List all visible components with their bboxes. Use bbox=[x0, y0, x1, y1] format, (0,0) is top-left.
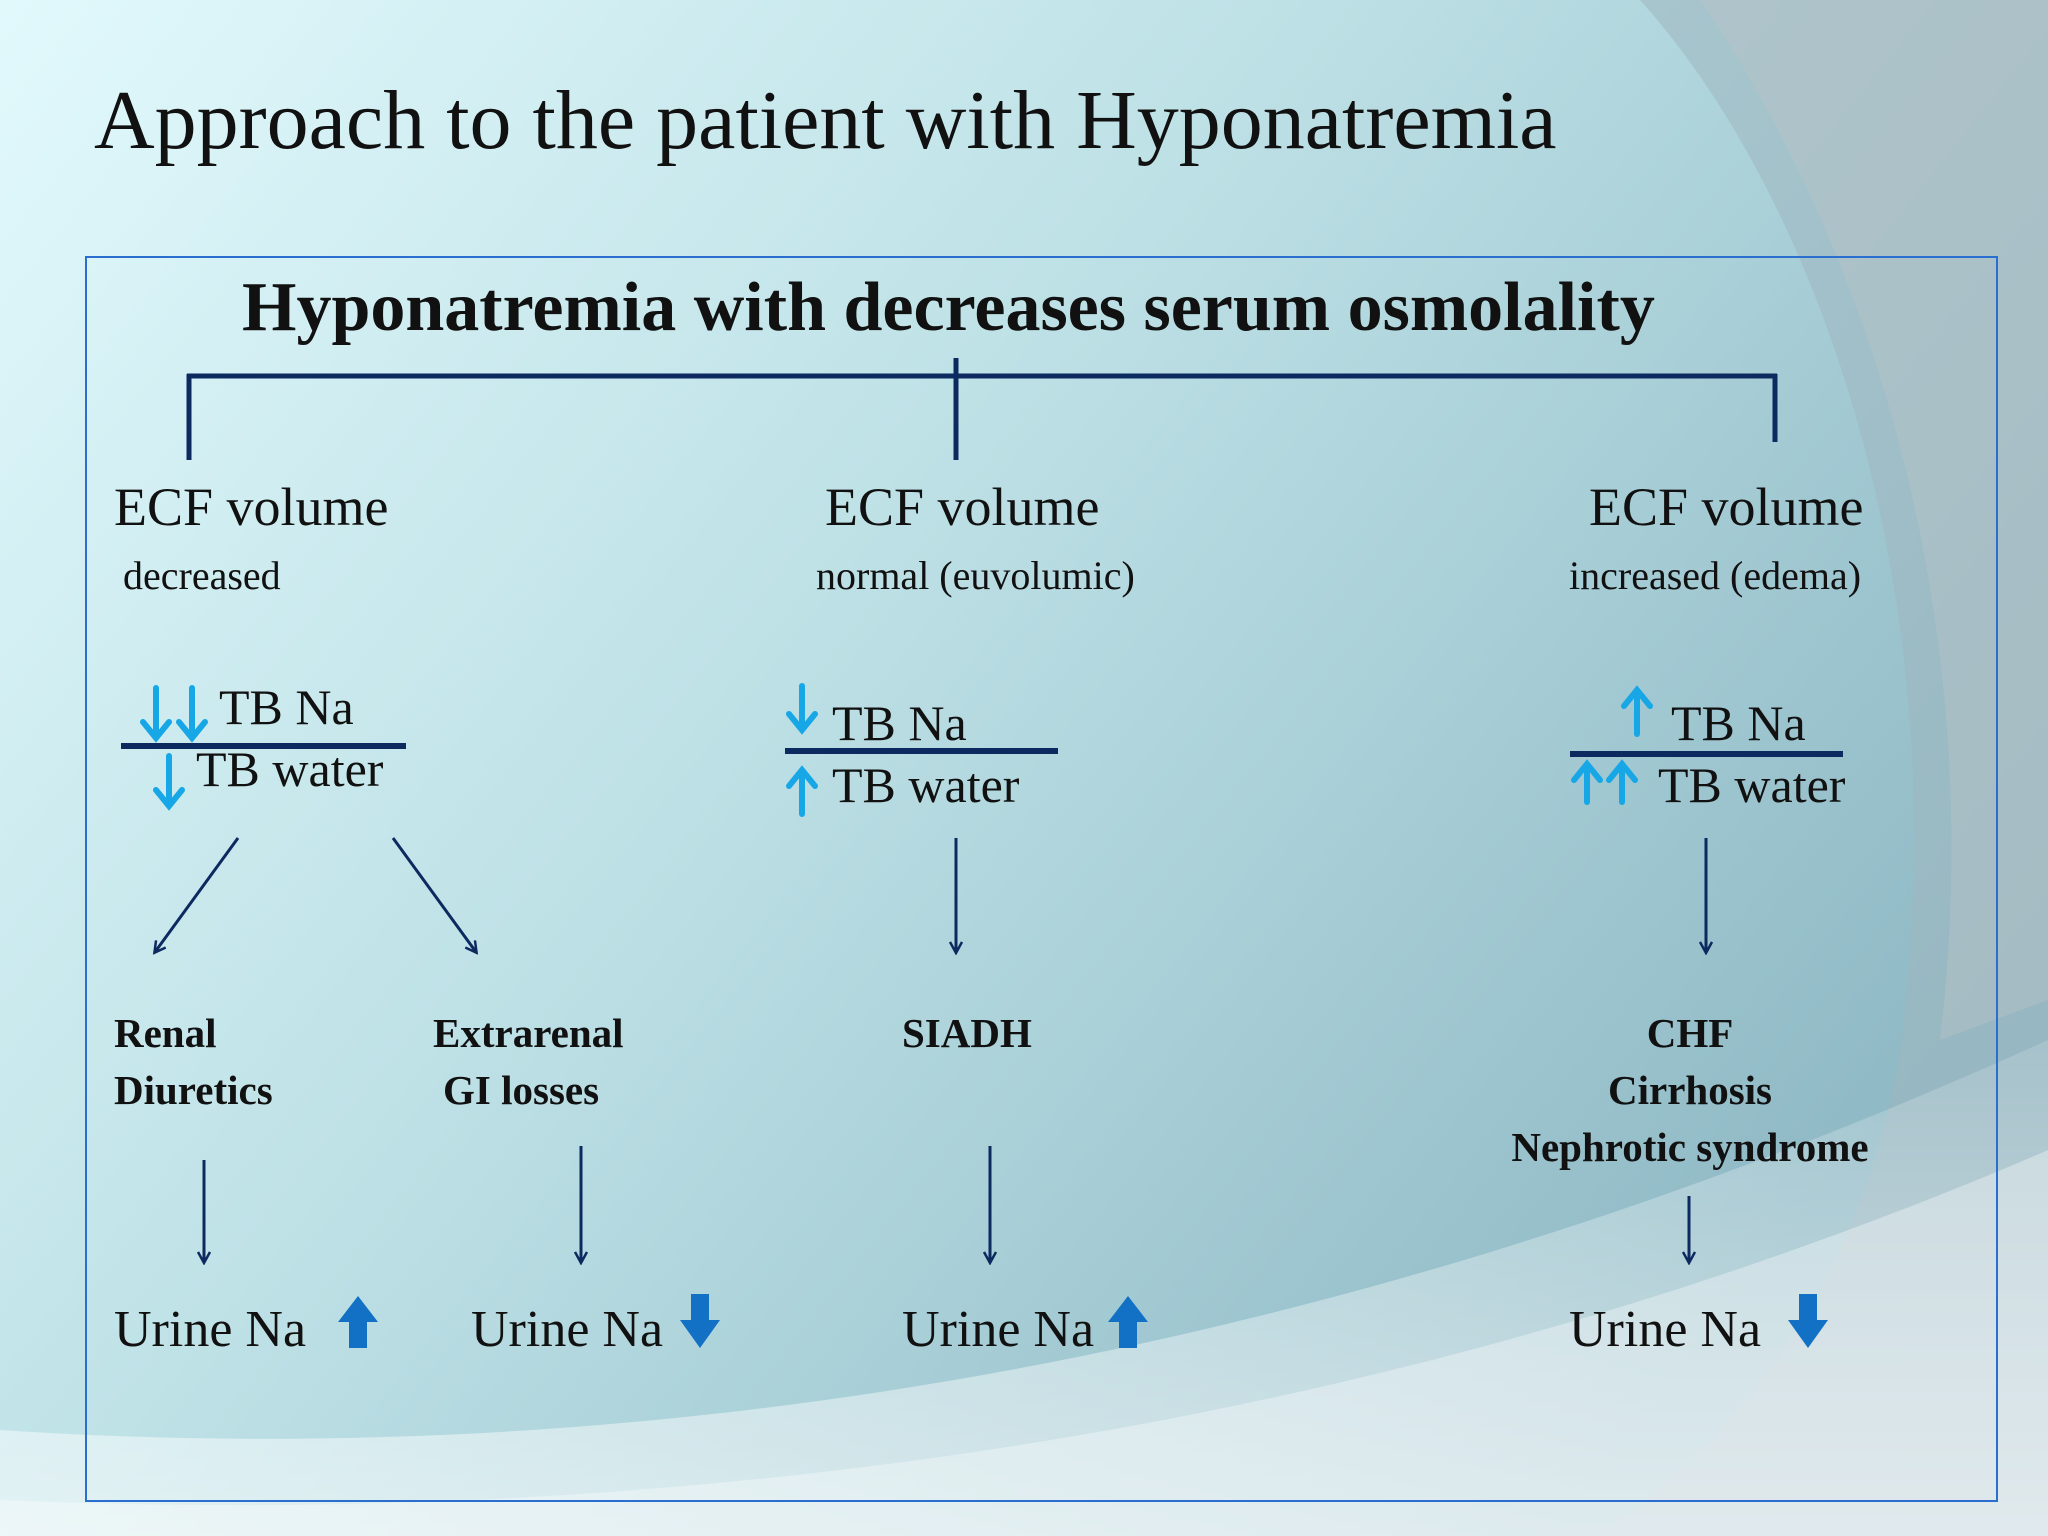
connector-arrow bbox=[155, 837, 240, 952]
urine-na-edema: Urine Na bbox=[1569, 1301, 1762, 1358]
tb-na-middle: TB Na bbox=[832, 695, 967, 751]
arrow-down-icon bbox=[1788, 1294, 1828, 1348]
ecf-label-left: ECF volume bbox=[114, 477, 389, 537]
cause-line: CHF bbox=[1646, 1010, 1734, 1056]
tb-na-right: TB Na bbox=[1671, 695, 1806, 751]
ecf-label-middle: ECF volume bbox=[825, 477, 1100, 537]
urine-na-renal: Urine Na bbox=[114, 1301, 307, 1358]
arrow-up-icon bbox=[1621, 685, 1653, 737]
arrow-down-icon bbox=[786, 683, 818, 735]
tb-water-left: TB water bbox=[196, 741, 384, 797]
cause-line: Extrarenal bbox=[433, 1010, 624, 1056]
ecf-status-middle: normal (euvolumic) bbox=[816, 553, 1135, 598]
cause-line: GI losses bbox=[443, 1067, 600, 1113]
arrow-up-icon bbox=[1606, 759, 1638, 805]
arrow-up-icon bbox=[1571, 759, 1603, 805]
connector-arrow bbox=[391, 837, 476, 952]
arrow-down-icon bbox=[680, 1294, 720, 1348]
arrow-down-icon bbox=[140, 685, 172, 743]
tb-water-right: TB water bbox=[1658, 757, 1846, 813]
ecf-label-right: ECF volume bbox=[1589, 477, 1864, 537]
arrow-down-icon bbox=[176, 685, 208, 743]
slide-title: Approach to the patient with Hyponatremi… bbox=[94, 74, 1557, 167]
cause-renal: Renal Diuretics bbox=[114, 1005, 273, 1119]
cause-line: Nephrotic syndrome bbox=[1511, 1124, 1869, 1170]
urine-na-extrarenal: Urine Na bbox=[471, 1301, 664, 1358]
cause-line: SIADH bbox=[902, 1010, 1032, 1056]
cause-line: Cirrhosis bbox=[1608, 1067, 1772, 1113]
ecf-status-left: decreased bbox=[123, 553, 281, 598]
cause-siadh: SIADH bbox=[902, 1005, 1032, 1062]
arrow-up-icon bbox=[338, 1296, 378, 1348]
diagram-heading: Hyponatremia with decreases serum osmola… bbox=[242, 269, 1655, 346]
cause-line: Diuretics bbox=[114, 1067, 273, 1113]
cause-line: Renal bbox=[114, 1010, 217, 1056]
cause-extrarenal: Extrarenal GI losses bbox=[433, 1005, 624, 1119]
arrow-up-icon bbox=[786, 765, 818, 817]
tb-water-middle: TB water bbox=[832, 757, 1020, 813]
tb-na-left: TB Na bbox=[219, 679, 354, 735]
cause-edema-states: CHF Cirrhosis Nephrotic syndrome bbox=[1478, 1005, 1902, 1176]
arrow-up-icon bbox=[1108, 1296, 1148, 1348]
urine-na-siadh: Urine Na bbox=[902, 1301, 1095, 1358]
ecf-status-right: increased (edema) bbox=[1569, 553, 1862, 598]
diagram-frame bbox=[85, 256, 1998, 1502]
arrow-down-icon bbox=[153, 753, 185, 811]
top-bracket bbox=[186, 358, 1778, 460]
